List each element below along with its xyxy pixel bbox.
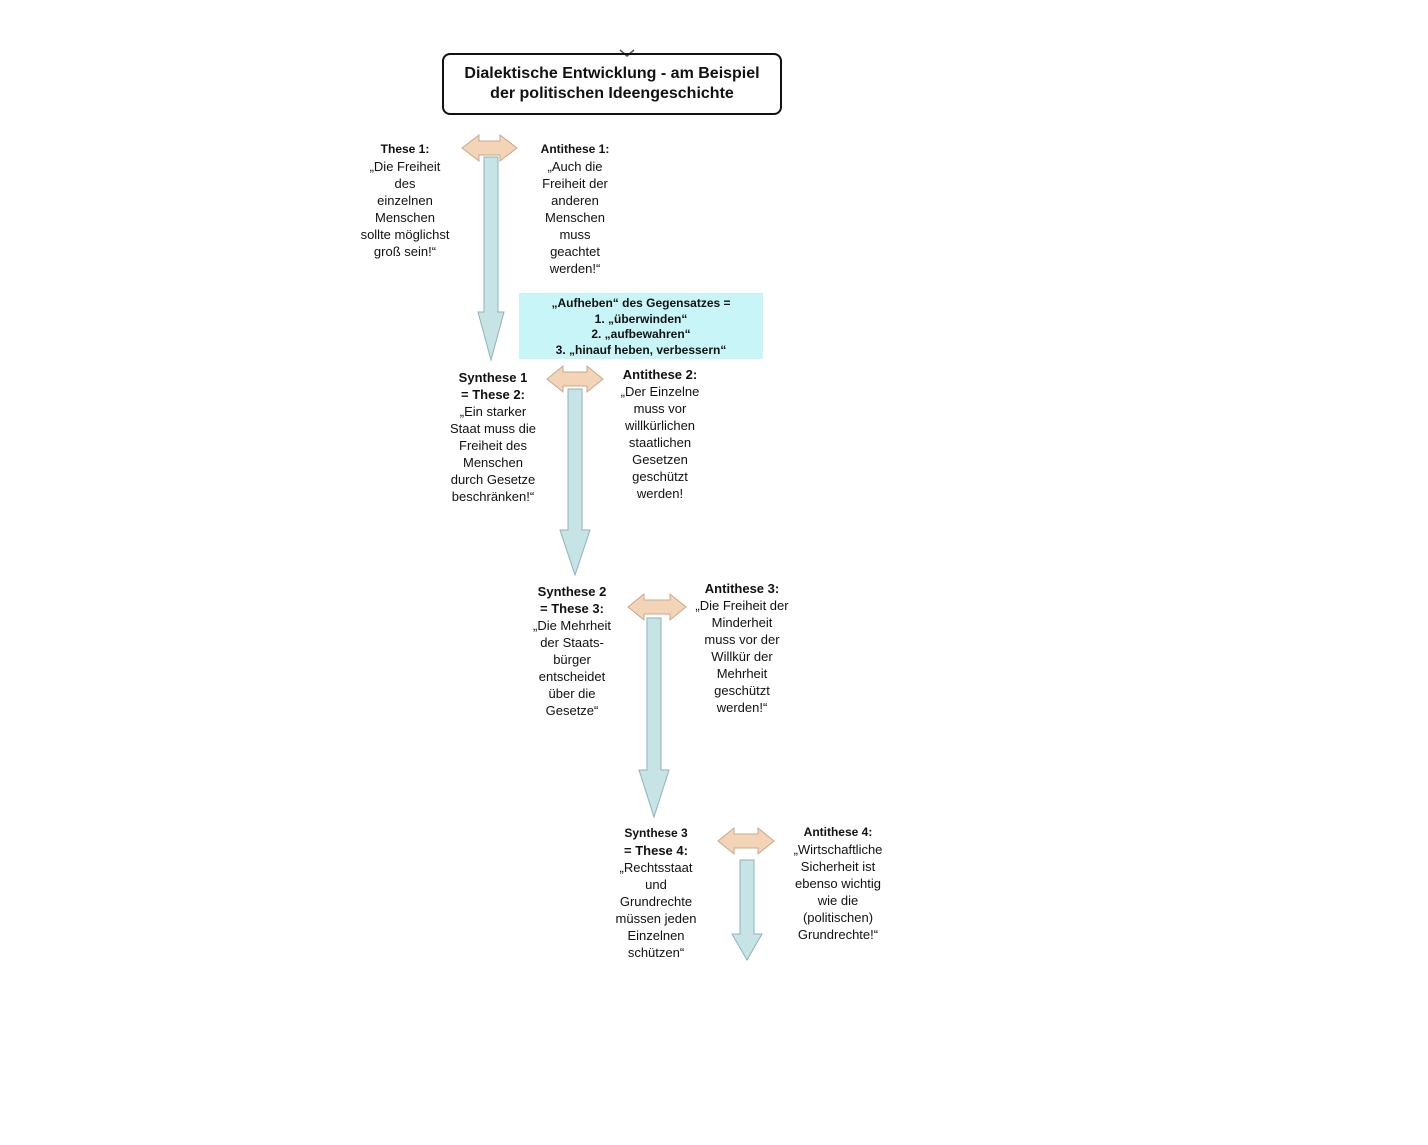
diagram-title-box: Dialektische Entwicklung - am Beispiel d…	[442, 53, 782, 115]
node-heading: Synthese 1	[458, 370, 528, 385]
node-line: anderen	[551, 193, 599, 208]
node-heading: Synthese 3	[624, 826, 688, 840]
node-synthese-3: Synthese 3 = These 4: „Rechtsstaat und G…	[602, 825, 710, 961]
node-synthese-2: Synthese 2 = These 3: „Die Mehrheit der …	[517, 583, 627, 719]
node-line: Freiheit der	[542, 176, 608, 191]
node-line: entscheidet	[538, 669, 606, 684]
node-heading: Antithese 4:	[803, 825, 873, 839]
node-line: Menschen	[545, 210, 605, 225]
node-line: Mehrheit	[716, 666, 768, 681]
node-line: Einzelnen	[627, 928, 685, 943]
node-line: durch Gesetze	[450, 472, 536, 487]
node-heading: Antithese 2:	[622, 367, 698, 382]
node-antithese-3: Antithese 3: „Die Freiheit der Minderhei…	[684, 580, 800, 716]
double-arrow-3	[627, 592, 687, 622]
node-line: (politischen)	[802, 910, 874, 925]
node-heading: = These 4:	[624, 843, 688, 858]
node-line: „Die Freiheit der	[695, 598, 789, 613]
node-line: Willkür der	[711, 649, 773, 664]
node-heading: These 1:	[380, 142, 430, 156]
node-line: geschützt	[632, 469, 688, 484]
banner-line-1: „Aufheben“ des Gegensatzes =	[551, 296, 731, 310]
node-line: werden!“	[549, 261, 601, 276]
node-synthese-1: Synthese 1 = These 2: „Ein starker Staat…	[438, 369, 548, 505]
node-line: werden!“	[716, 700, 768, 715]
node-line: des	[394, 176, 416, 191]
node-line: muss vor der	[704, 632, 780, 647]
down-arrow-3	[638, 617, 670, 819]
node-line: sollte möglichst	[360, 227, 450, 242]
node-line: Sicherheit ist	[800, 859, 876, 874]
node-line: Grundrechte	[619, 894, 693, 909]
node-line: der Staats-	[540, 635, 604, 650]
node-line: schützen“	[627, 945, 685, 960]
node-line: muss	[559, 227, 591, 242]
aufheben-banner: „Aufheben“ des Gegensatzes = 1. „überwin…	[519, 293, 763, 359]
node-line: geschützt	[714, 683, 770, 698]
node-line: ebenso wichtig	[795, 876, 881, 891]
node-line: Gesetze“	[545, 703, 599, 718]
node-heading: Antithese 3:	[704, 581, 780, 596]
node-line: werden!	[636, 486, 684, 501]
node-line: groß sein!“	[373, 244, 437, 259]
node-these-1: These 1: „Die Freiheit des einzelnen Men…	[350, 141, 460, 260]
node-line: wie die	[817, 893, 859, 908]
down-arrow-2	[559, 388, 591, 577]
node-line: Minderheit	[711, 615, 773, 630]
title-line-1: Dialektische Entwicklung - am Beispiel	[464, 65, 760, 82]
banner-line-2: 1. „überwinden“	[594, 311, 688, 326]
node-line: Grundrechte!“	[797, 927, 879, 942]
node-line: müssen jeden	[615, 911, 697, 926]
node-antithese-4: Antithese 4: „Wirtschaftliche Sicherheit…	[782, 824, 894, 943]
node-line: Menschen	[375, 210, 435, 225]
double-arrow-1	[461, 133, 518, 163]
banner-line-4: 3. „hinauf heben, verbessern“	[555, 342, 727, 357]
banner-line-3: 2. „aufbewahren“	[591, 327, 691, 341]
node-heading: = These 3:	[540, 601, 604, 616]
node-line: „Auch die	[547, 159, 603, 174]
node-line: „Ein starker	[459, 404, 527, 419]
title-line-2: der politischen Ideengeschichte	[490, 85, 734, 102]
node-line: staatlichen	[628, 435, 692, 450]
node-line: „Der Einzelne	[620, 384, 700, 399]
node-line: muss vor	[633, 401, 687, 416]
node-line: Staat muss die	[450, 421, 536, 436]
node-line: geachtet	[550, 244, 600, 259]
node-line: „Die Freiheit	[369, 159, 441, 174]
node-antithese-1: Antithese 1: „Auch die Freiheit der ande…	[525, 141, 625, 277]
node-line: willkürlichen	[624, 418, 696, 433]
node-line: über die	[548, 686, 596, 701]
double-arrow-2	[546, 364, 604, 394]
node-antithese-2: Antithese 2: „Der Einzelne muss vor will…	[607, 366, 713, 502]
node-line: und	[645, 877, 667, 892]
node-line: Gesetzen	[632, 452, 688, 467]
node-line: „Die Mehrheit	[532, 618, 612, 633]
node-heading: Antithese 1:	[540, 142, 610, 156]
down-arrow-1	[477, 156, 505, 362]
node-line: Menschen	[463, 455, 523, 470]
node-line: einzelnen	[377, 193, 433, 208]
title-notch	[619, 49, 635, 57]
node-line: Freiheit des	[459, 438, 527, 453]
node-heading: Synthese 2	[537, 584, 607, 599]
node-line: bürger	[553, 652, 591, 667]
node-line: „Rechtsstaat	[619, 860, 693, 875]
node-line: „Wirtschaftliche	[793, 842, 883, 857]
node-heading: = These 2:	[461, 387, 525, 402]
node-line: beschränken!“	[451, 489, 535, 504]
down-arrow-4	[731, 859, 763, 962]
double-arrow-4	[717, 826, 775, 856]
